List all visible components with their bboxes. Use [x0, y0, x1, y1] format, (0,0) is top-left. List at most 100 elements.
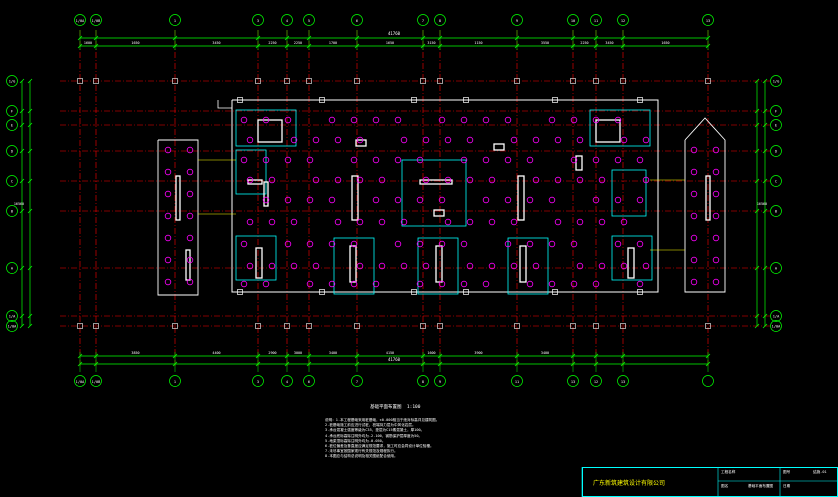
axis-label: 3 — [257, 19, 259, 23]
pile — [268, 262, 276, 270]
pile — [306, 240, 314, 248]
dimension-text: 2250 — [294, 41, 302, 45]
dimension-text: 16560 — [14, 202, 24, 206]
axis-bubble — [6, 119, 18, 131]
pile-cap — [611, 235, 653, 281]
pile — [712, 168, 720, 176]
pile — [592, 156, 600, 164]
axis-bubble — [770, 262, 782, 274]
column-marker — [705, 78, 711, 84]
pile — [460, 240, 468, 248]
pile — [284, 240, 292, 248]
dimension-tick — [762, 148, 768, 154]
axis-bubble — [617, 375, 629, 387]
column-marker — [354, 323, 360, 329]
dimension-tick — [762, 108, 768, 114]
dimension-tick — [754, 265, 760, 271]
pile — [690, 168, 698, 176]
pile — [466, 262, 474, 270]
axis-label: 1 — [174, 19, 176, 23]
dimension-tick — [754, 148, 760, 154]
column-marker — [552, 97, 558, 103]
axis-label: 1 — [174, 380, 176, 384]
pile — [284, 156, 292, 164]
dimension-tick — [27, 323, 33, 329]
column-marker — [570, 323, 576, 329]
pile — [416, 196, 424, 204]
axis-bubble — [252, 375, 264, 387]
axis-bubble — [567, 14, 579, 26]
pile — [372, 156, 380, 164]
axis-bubble — [281, 375, 293, 387]
pile — [400, 262, 408, 270]
pile-cap — [235, 109, 297, 147]
column-marker — [77, 323, 83, 329]
dimension-text: 3000 — [294, 351, 302, 355]
dimension-text: 41760 — [388, 357, 401, 362]
dimension-tick — [27, 265, 33, 271]
axis-label: 1/A — [773, 315, 780, 319]
pile — [394, 116, 402, 124]
shear-wall — [435, 245, 443, 283]
pile — [290, 136, 298, 144]
note-line: 3.承台混凝土强度等级为C35，垫层为C15素混凝土，厚100。 — [325, 428, 425, 433]
axis-label: 13 — [621, 380, 625, 384]
column-marker — [354, 78, 360, 84]
axis-label: 1/0B — [92, 380, 101, 384]
pile — [526, 240, 534, 248]
column-marker — [437, 78, 443, 84]
pile — [328, 280, 336, 288]
pile — [164, 168, 172, 176]
pile — [372, 280, 380, 288]
dimension-tick — [754, 313, 760, 319]
pile — [570, 156, 578, 164]
pile — [636, 280, 644, 288]
pile — [460, 280, 468, 288]
dimension-tick — [19, 108, 25, 114]
axis-label: 11 — [515, 380, 519, 384]
dimension-tick — [19, 323, 25, 329]
pile — [576, 218, 584, 226]
pile — [690, 190, 698, 198]
axis-label: C — [775, 180, 777, 184]
note-line: 6.桩位偏差及垂直度应满足规范要求，施工时应会同设计单位验槽。 — [325, 444, 434, 449]
pile — [186, 278, 194, 286]
dimension-text: 1650 — [131, 41, 139, 45]
pile — [466, 136, 474, 144]
dimension-tick — [19, 208, 25, 214]
pile — [504, 156, 512, 164]
column-marker — [593, 78, 599, 84]
pile — [290, 218, 298, 226]
dimension-tick — [754, 323, 760, 329]
pile — [416, 240, 424, 248]
pile-cap — [611, 169, 647, 217]
axis-label: C — [11, 180, 13, 184]
pile — [636, 196, 644, 204]
axis-bubble — [252, 14, 264, 26]
dimension-text: 3550 — [541, 41, 549, 45]
column-marker — [637, 97, 643, 103]
shear-wall — [595, 119, 621, 143]
axis-bubble — [417, 375, 429, 387]
pile — [690, 234, 698, 242]
pile — [378, 262, 386, 270]
pile — [164, 278, 172, 286]
pile — [570, 240, 578, 248]
dimension-tick — [19, 265, 25, 271]
axis-bubble — [169, 14, 181, 26]
pile — [444, 218, 452, 226]
pile — [186, 212, 194, 220]
pile — [592, 196, 600, 204]
pile — [422, 262, 430, 270]
dimension-tick — [762, 265, 768, 271]
pile — [306, 156, 314, 164]
tb-date-label: 日期 — [783, 484, 791, 488]
pile-cap — [507, 237, 549, 295]
pile — [548, 240, 556, 248]
axis-bubble — [770, 75, 782, 87]
pile — [268, 218, 276, 226]
axis-bubble — [74, 375, 86, 387]
pile — [164, 190, 172, 198]
pile — [394, 196, 402, 204]
